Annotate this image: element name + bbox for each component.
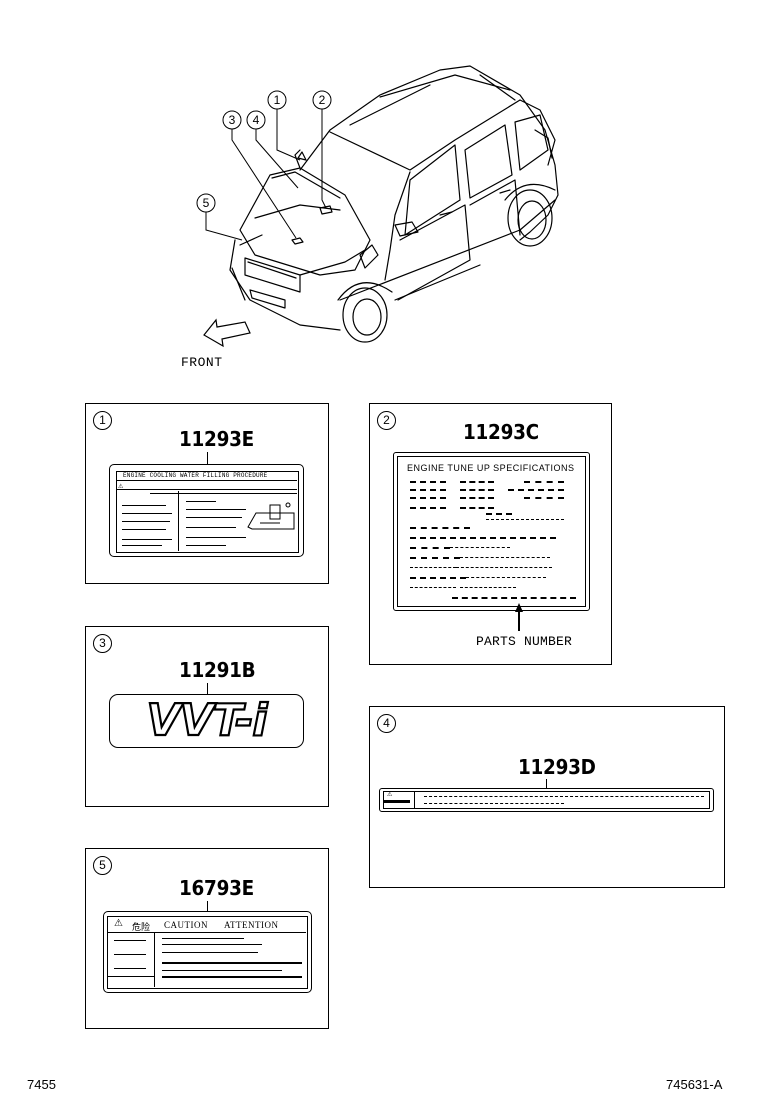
callout-5: 5: [203, 196, 210, 210]
coolant-label: ENGINE COOLING WATER FILLING PROCEDURE ⚠: [109, 464, 304, 557]
callout-3: 3: [229, 113, 236, 127]
callout-4: 4: [253, 113, 260, 127]
callout-2: 2: [319, 93, 326, 107]
front-label: FRONT: [181, 355, 223, 370]
caution-strip-label: ⚠: [379, 788, 714, 812]
warning-icon: ⚠: [118, 484, 124, 490]
emblem-text: VVT-i: [145, 695, 268, 746]
panel-1: 1 11293E ENGINE COOLING WATER FILLING PR…: [85, 403, 329, 584]
panel-4: 4 11293D ⚠: [369, 706, 725, 888]
tune-up-label: ENGINE TUNE UP SPECIFICATIONS: [393, 452, 590, 611]
caution-label: ⚠ 危险 CAUTION ATTENTION: [103, 911, 312, 993]
footer-left-code: 7455: [27, 1077, 56, 1092]
part-number: 16793E: [179, 876, 254, 900]
panel-number: 1: [93, 411, 112, 430]
warning-fr: ATTENTION: [224, 920, 279, 930]
radiator-icon: [247, 502, 295, 530]
warning-icon: ⚠: [387, 792, 393, 798]
panel-number: 3: [93, 634, 112, 653]
part-number: 11291B: [179, 658, 256, 682]
panel-3: 3 11291B VVT-i: [85, 626, 329, 807]
panel-number: 2: [377, 411, 396, 430]
warning-cn: 危险: [132, 922, 151, 932]
panel-5: 5 16793E ⚠ 危险 CAUTION ATTENTION: [85, 848, 329, 1029]
vvti-emblem: VVT-i: [109, 694, 304, 748]
part-number: 11293C: [463, 420, 539, 444]
label-title: ENGINE COOLING WATER FILLING PROCEDURE: [123, 472, 268, 479]
part-number: 11293E: [179, 427, 254, 451]
arrow-up-icon: [515, 603, 523, 631]
panel-2: 2 11293C ENGINE TUNE UP SPECIFICATIONS: [369, 403, 612, 665]
vehicle-illustration: 1 2 3 4 5: [196, 65, 559, 348]
panel-number: 5: [93, 856, 112, 875]
callout-1: 1: [274, 93, 281, 107]
label-title: ENGINE TUNE UP SPECIFICATIONS: [407, 463, 575, 473]
part-number: 11293D: [518, 755, 596, 779]
panel-number: 4: [377, 714, 396, 733]
parts-number-note: PARTS NUMBER: [476, 634, 573, 649]
footer-right-code: 745631-A: [666, 1077, 723, 1092]
warning-icon: ⚠: [114, 918, 123, 929]
front-arrow-icon: [203, 318, 251, 348]
warning-en: CAUTION: [164, 920, 208, 930]
